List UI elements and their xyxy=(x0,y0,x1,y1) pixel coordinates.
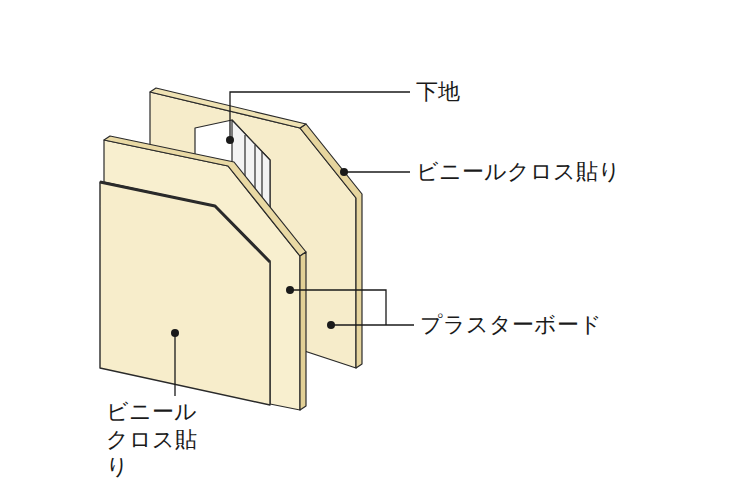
part-label: ビニール クロス貼り xyxy=(106,398,206,481)
leader-line xyxy=(230,92,410,140)
cloth-edge xyxy=(100,182,270,262)
leader-dot xyxy=(226,136,234,144)
part-label: プラスターボード xyxy=(420,311,602,339)
leader-line xyxy=(290,290,386,325)
leader-line xyxy=(344,171,410,172)
part-label: ビニールクロス貼り xyxy=(416,158,621,186)
front-cloth-face xyxy=(100,182,270,405)
back-board-edge xyxy=(300,124,362,368)
leader-line xyxy=(331,324,414,325)
leader-dot xyxy=(286,286,294,294)
part-label: 下地 xyxy=(416,78,460,106)
leader-dot xyxy=(340,168,348,176)
front-board-edge xyxy=(300,252,306,410)
leader-dot xyxy=(327,321,335,329)
leader-dot xyxy=(171,329,179,337)
leader-line xyxy=(174,333,175,396)
